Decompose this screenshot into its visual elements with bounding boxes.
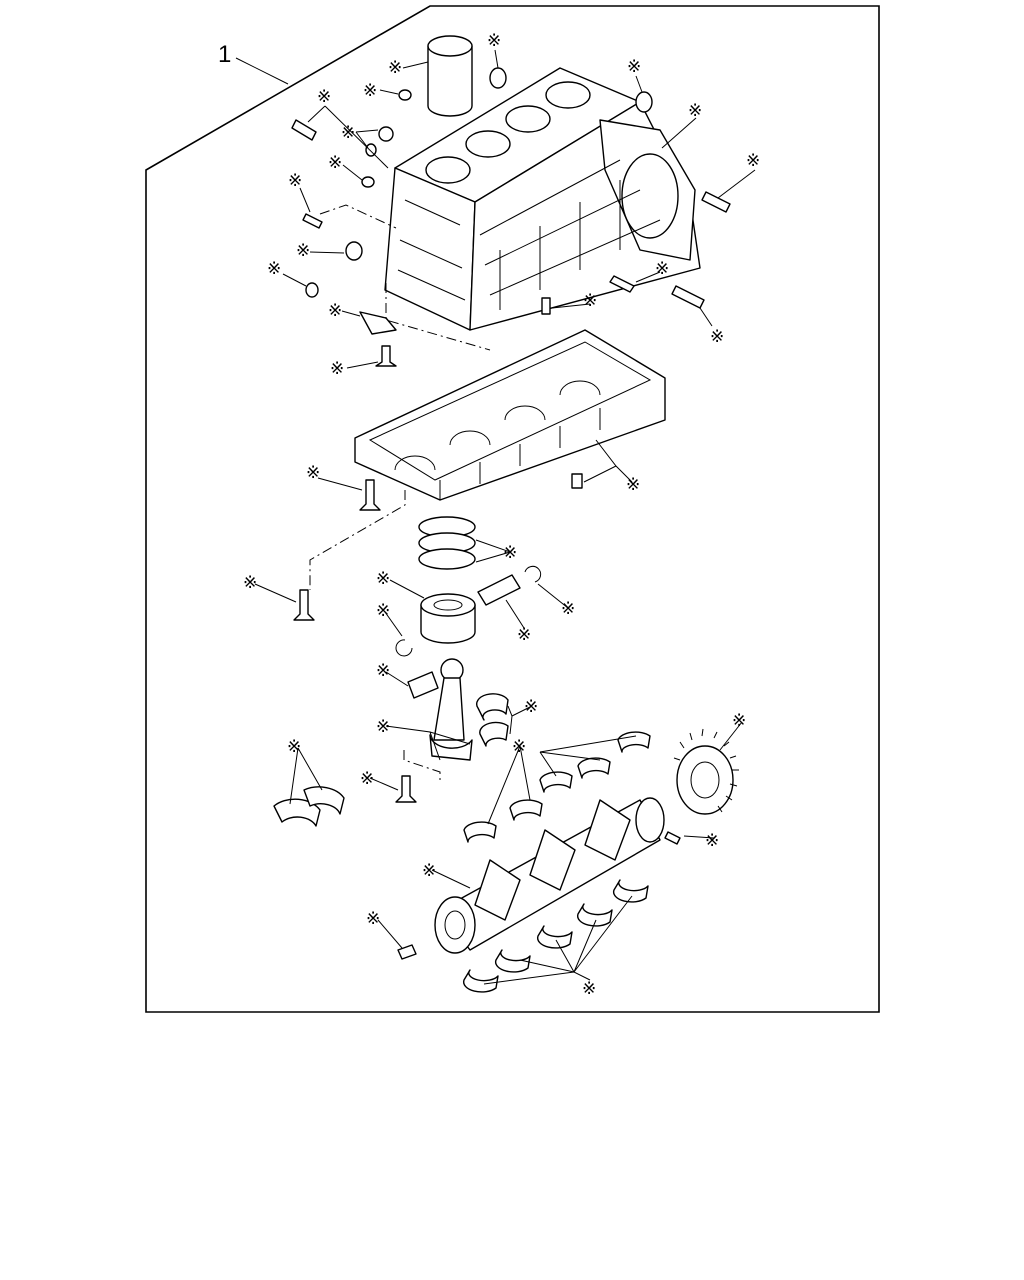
callout-conrod-bolt: ※ xyxy=(360,769,374,789)
stud-rear xyxy=(701,191,731,213)
callout-liner: ※ xyxy=(388,58,402,78)
callout-long-bolt: ※ xyxy=(243,573,257,593)
callout-end-plate: ※ xyxy=(688,101,702,121)
dowel-pin-top xyxy=(398,89,412,101)
callout-crankshaft: ※ xyxy=(422,861,436,881)
callout-dowel-frame: ※ xyxy=(583,291,597,311)
callout-gear: ※ xyxy=(732,711,746,731)
crankshaft-gear xyxy=(673,728,739,815)
callout-snap-ring-left: ※ xyxy=(376,601,390,621)
dowel-pin-frame xyxy=(541,297,551,315)
callout-stud-long: ※ xyxy=(710,327,724,347)
callout-crank-pin: ※ xyxy=(366,909,380,929)
callouts: ※ ※ ※ ※ ※ ※ ※ ※ ※ ※ ※ ※ ※ ※ ※ ※ ※ ※ ※ ※ … xyxy=(243,31,760,999)
callout-thrust-washer: ※ xyxy=(287,737,301,757)
snap-ring-left xyxy=(395,639,413,657)
crankshaft xyxy=(434,797,665,954)
conrod-bearing-upper xyxy=(475,693,509,721)
stud-long xyxy=(671,285,705,309)
callout-stud-rear: ※ xyxy=(746,151,760,171)
frame-plug xyxy=(571,473,583,489)
callout-piston: ※ xyxy=(376,569,390,589)
cylinder-block xyxy=(384,67,701,331)
expansion-plug-rear xyxy=(635,91,653,113)
conrod-bearing-lower xyxy=(479,721,509,747)
assembly-number: 1 xyxy=(218,41,231,68)
plug-lower xyxy=(305,282,319,298)
callout-frame-bolt: ※ xyxy=(306,463,320,483)
callout-piston-rings: ※ xyxy=(503,543,517,563)
main-bearings-upper xyxy=(463,731,651,843)
stud-side xyxy=(609,275,635,293)
small-plug xyxy=(365,143,377,157)
piston xyxy=(420,593,476,644)
callout-bracket: ※ xyxy=(328,301,342,321)
callout-dowel: ※ xyxy=(328,153,342,173)
bracket-bolt xyxy=(375,345,397,367)
callout-gear-key: ※ xyxy=(705,831,719,851)
main-bearings-lower xyxy=(462,879,649,993)
assembly-line-frame xyxy=(385,283,491,351)
assembly-line-bolt xyxy=(309,490,406,590)
piston-rings xyxy=(418,516,476,570)
seal-cap xyxy=(345,241,363,261)
small-end-bushing xyxy=(407,671,439,699)
callout-main-bearings-lower: ※ xyxy=(582,979,596,999)
crank-pin xyxy=(397,944,417,960)
callout-piston-pin: ※ xyxy=(517,625,531,645)
assembly-line-conrod xyxy=(403,750,441,780)
callout-main-bearings-upper: ※ xyxy=(512,737,526,757)
expansion-plug xyxy=(489,67,507,89)
connecting-rod xyxy=(429,658,473,761)
thrust-washer-1 xyxy=(273,798,321,827)
gear-key xyxy=(664,831,681,845)
stud-front xyxy=(302,213,323,229)
thrust-washer-2 xyxy=(303,786,345,815)
bracket-plate xyxy=(359,311,397,335)
conrod-bolt xyxy=(395,775,417,803)
leader-lines xyxy=(254,49,756,985)
callout-oil-jet: ※ xyxy=(317,87,331,107)
piston-pin xyxy=(477,574,521,606)
assembly-line-oiljet xyxy=(319,204,397,229)
callout-conrod-bearing: ※ xyxy=(524,697,538,717)
snap-ring-right xyxy=(524,565,542,583)
callout-stud-side: ※ xyxy=(655,259,669,279)
assembly-number-leader xyxy=(235,57,289,85)
oil-jet-fitting xyxy=(291,119,317,141)
assembly-frame xyxy=(145,5,880,1013)
callout-plug-lower: ※ xyxy=(267,259,281,279)
bearing-frame xyxy=(354,329,666,501)
callout-bracket-bolt: ※ xyxy=(330,359,344,379)
callout-plug-nut: ※ xyxy=(341,123,355,143)
frame-bolt xyxy=(359,479,381,511)
dowel-pin xyxy=(361,176,375,188)
cylinder-liner xyxy=(427,35,473,117)
callout-frame-plug: ※ xyxy=(626,475,640,495)
plug-nut xyxy=(378,126,394,142)
callout-snap-ring-right: ※ xyxy=(561,599,575,619)
callout-expansion-plug: ※ xyxy=(487,31,501,51)
long-bolt xyxy=(293,589,315,621)
callout-plug-rear: ※ xyxy=(627,57,641,77)
callout-seal-cap: ※ xyxy=(296,241,310,261)
callout-bushing: ※ xyxy=(376,661,390,681)
callout-conrod: ※ xyxy=(376,717,390,737)
callout-stud-front: ※ xyxy=(288,171,302,191)
callout-dowel-top: ※ xyxy=(363,81,377,101)
